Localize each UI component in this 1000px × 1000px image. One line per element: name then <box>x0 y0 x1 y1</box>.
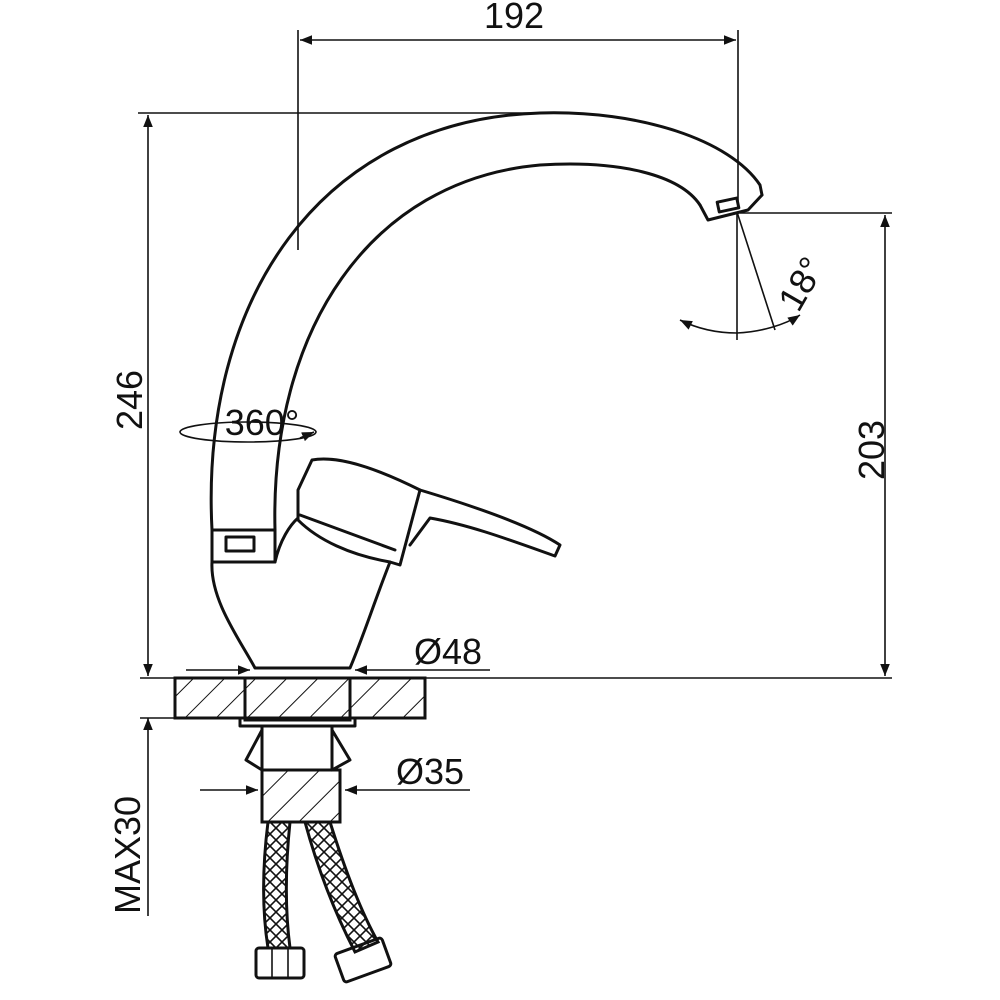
shank <box>260 724 334 772</box>
dimension-swivel-angle: 360° <box>179 402 317 443</box>
shank-thread <box>260 768 342 824</box>
spout-inner <box>273 162 702 532</box>
dimension-shank-diameter: Ø35 <box>200 751 470 795</box>
aerator <box>715 196 741 214</box>
counter-right-slab <box>348 676 427 720</box>
spout-height-label: 203 <box>851 420 892 480</box>
lever-base <box>296 457 422 567</box>
total-height-label: 246 <box>109 370 150 430</box>
faucet-body <box>209 111 764 670</box>
dimension-spout-reach: 192 <box>297 0 739 250</box>
shank-assembly <box>244 724 393 984</box>
shank-clip-right <box>330 728 352 772</box>
hose-right <box>303 820 381 954</box>
lever-line <box>298 513 397 552</box>
lower-body <box>210 560 392 670</box>
shank-diameter-label: Ø35 <box>396 751 464 792</box>
swivel-collar-inner <box>224 535 256 553</box>
hose-nut-right <box>333 936 393 984</box>
shank-clip-left <box>244 728 264 772</box>
base-diameter-label: Ø48 <box>414 631 482 672</box>
swivel-angle-label: 360° <box>225 402 299 443</box>
dimension-spout-height: 203 <box>740 212 892 676</box>
max-counter-label: MAX30 <box>107 796 148 914</box>
spout-reach-label: 192 <box>484 0 544 36</box>
dimension-total-height: 246 <box>109 112 540 676</box>
body-joint <box>273 516 300 564</box>
hose-left <box>262 820 292 950</box>
dimension-base-diameter: Ø48 <box>186 631 490 675</box>
counter-left-slab <box>173 676 247 720</box>
spout-tip <box>698 193 764 222</box>
mounting-nut <box>243 676 352 722</box>
counter-section <box>140 676 892 728</box>
swivel-collar <box>210 528 277 564</box>
aerator-angle-label: 18° <box>770 250 833 318</box>
lever-handle <box>408 488 562 558</box>
dimension-max-counter: MAX30 <box>107 718 153 916</box>
hose-nut-left <box>254 946 306 980</box>
dimension-aerator-angle: 18° <box>679 211 833 340</box>
spout-outer <box>209 111 764 532</box>
